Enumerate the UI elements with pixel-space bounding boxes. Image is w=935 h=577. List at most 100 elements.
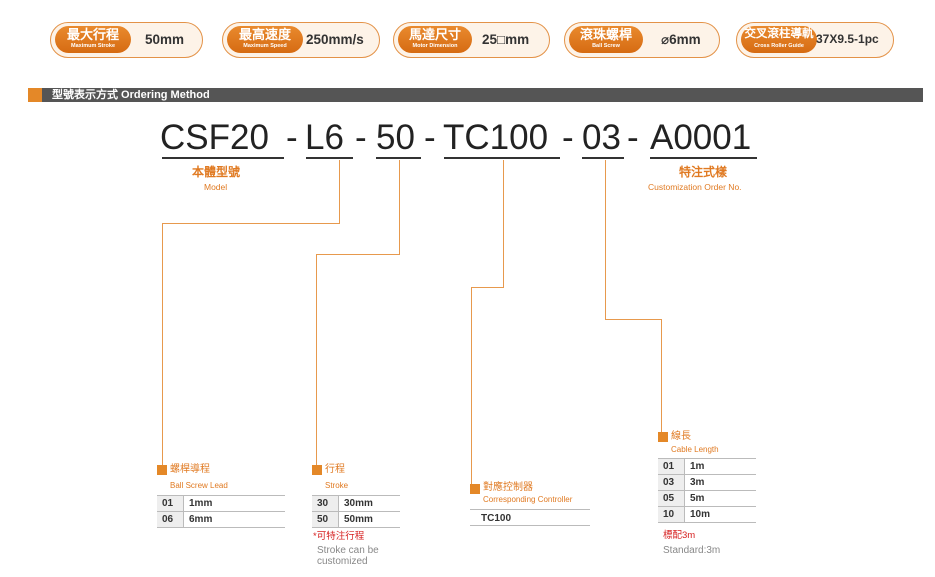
spec-value: 250mm/s [306, 32, 364, 47]
spec-label-zh: 最高速度 [238, 27, 291, 42]
lead-label-zh: 螺桿導程 [170, 464, 210, 475]
connector-line [605, 160, 606, 320]
code-part-custom: A0001 [650, 118, 752, 157]
cable-table: 01 1m 03 3m 05 5m 10 10m [658, 458, 756, 523]
table-row: 01 1mm [157, 495, 285, 512]
cable-label-en: Cable Length [671, 445, 719, 454]
spec-badge: 滾珠螺桿 Ball Screw [569, 26, 643, 53]
connector-line [399, 160, 400, 255]
custom-label-zh: 特注式樣 [679, 165, 728, 179]
table-row: 01 1m [658, 458, 756, 475]
spec-badge: 最高速度 Maximum Speed [227, 26, 303, 53]
section-title: 型號表示方式 Ordering Method [52, 89, 210, 101]
option-code: 05 [658, 490, 685, 507]
table-row: 30 30mm [312, 495, 400, 512]
spec-max-stroke: 最大行程 Maximum Stroke 50mm [50, 22, 203, 58]
connector-line [605, 319, 662, 320]
connector-line [661, 319, 662, 433]
table-row: 50 50mm [312, 511, 400, 528]
spec-ball-screw: 滾珠螺桿 Ball Screw ⌀6mm [564, 22, 720, 58]
section-header: 型號表示方式 Ordering Method [28, 88, 923, 102]
connector-line [471, 287, 504, 288]
option-code: 06 [157, 511, 184, 528]
spec-label-en: Maximum Stroke [70, 43, 115, 49]
code-part-cable: 03 [582, 118, 621, 157]
cable-marker [658, 432, 668, 442]
section-marker [28, 88, 42, 102]
option-value: 3m [684, 474, 756, 491]
controller-value: TC100 [470, 509, 590, 526]
stroke-note-zh: *可特注行程 [313, 531, 365, 542]
code-part-controller: TC100 [443, 118, 549, 157]
option-code: 50 [312, 511, 339, 528]
connector-line [316, 254, 317, 465]
cable-label-zh: 線長 [671, 431, 691, 442]
code-separator: - [286, 118, 298, 157]
stroke-table: 30 30mm 50 50mm [312, 495, 400, 528]
lead-table: 01 1mm 06 6mm [157, 495, 285, 528]
connector-line [162, 223, 340, 224]
spec-label-en: Ball Screw [592, 43, 620, 49]
option-value: 5m [684, 490, 756, 507]
connector-line [503, 160, 504, 288]
controller-label-en: Corresponding Controller [483, 495, 573, 504]
stroke-label-zh: 行程 [325, 464, 345, 475]
option-code: 30 [312, 495, 339, 512]
spec-badge: 馬達尺寸 Motor Dimension [398, 26, 472, 53]
code-separator: - [627, 118, 639, 157]
code-separator: - [355, 118, 367, 157]
stroke-note-en: Stroke can be customized [317, 545, 379, 567]
spec-value: ⌀6mm [661, 32, 701, 47]
spec-label-zh: 滾珠螺桿 [579, 27, 632, 42]
code-underline [306, 157, 353, 159]
option-code: 10 [658, 506, 685, 523]
stroke-label-en: Stroke [325, 481, 349, 490]
code-underline [582, 157, 624, 159]
option-code: 01 [157, 495, 184, 512]
spec-badge: 交叉滾柱導軌 Cross Roller Guide [741, 26, 817, 53]
code-underline [162, 157, 284, 159]
lead-label-en: Ball Screw Lead [170, 481, 228, 490]
connector-line [316, 254, 400, 255]
model-label-zh: 本體型號 [192, 165, 241, 179]
spec-value: 25□mm [482, 32, 530, 47]
option-value: 10m [684, 506, 756, 523]
option-value: 1m [684, 458, 756, 475]
code-underline [376, 157, 421, 159]
spec-motor-dimension: 馬達尺寸 Motor Dimension 25□mm [393, 22, 550, 58]
option-code: 03 [658, 474, 685, 491]
table-row: 06 6mm [157, 511, 285, 528]
code-part-lead: L6 [305, 118, 344, 157]
spec-label-zh: 交叉滾柱導軌 [744, 28, 814, 40]
connector-line [471, 287, 472, 485]
option-value: 30mm [338, 495, 400, 512]
cable-note-zh: 標配3m [663, 530, 696, 541]
connector-line [162, 223, 163, 465]
spec-label-en: Motor Dimension [412, 43, 458, 49]
stroke-marker [312, 465, 322, 475]
cable-note-en: Standard:3m [663, 545, 721, 556]
option-value: 1mm [183, 495, 285, 512]
spec-label-en: Cross Roller Guide [754, 43, 804, 49]
option-value: 50mm [338, 511, 400, 528]
code-underline [650, 157, 757, 159]
connector-line [339, 160, 340, 224]
code-separator: - [562, 118, 574, 157]
table-row: 10 10m [658, 506, 756, 523]
code-separator: - [424, 118, 436, 157]
spec-label-zh: 馬達尺寸 [408, 27, 461, 42]
option-code: 01 [658, 458, 685, 475]
spec-value: 50mm [145, 32, 185, 47]
spec-label-zh: 最大行程 [66, 27, 119, 42]
lead-marker [157, 465, 167, 475]
spec-max-speed: 最高速度 Maximum Speed 250mm/s [222, 22, 380, 58]
table-row: 03 3m [658, 474, 756, 491]
spec-cross-roller-guide: 交叉滾柱導軌 Cross Roller Guide 37X9.5-1pc [736, 22, 894, 58]
table-row: 05 5m [658, 490, 756, 507]
option-value: 6mm [183, 511, 285, 528]
custom-label-en: Customization Order No. [648, 182, 742, 192]
spec-label-en: Maximum Speed [243, 43, 287, 49]
spec-badge: 最大行程 Maximum Stroke [55, 26, 131, 53]
spec-value: 37X9.5-1pc [816, 32, 879, 46]
model-label-en: Model [204, 182, 228, 192]
